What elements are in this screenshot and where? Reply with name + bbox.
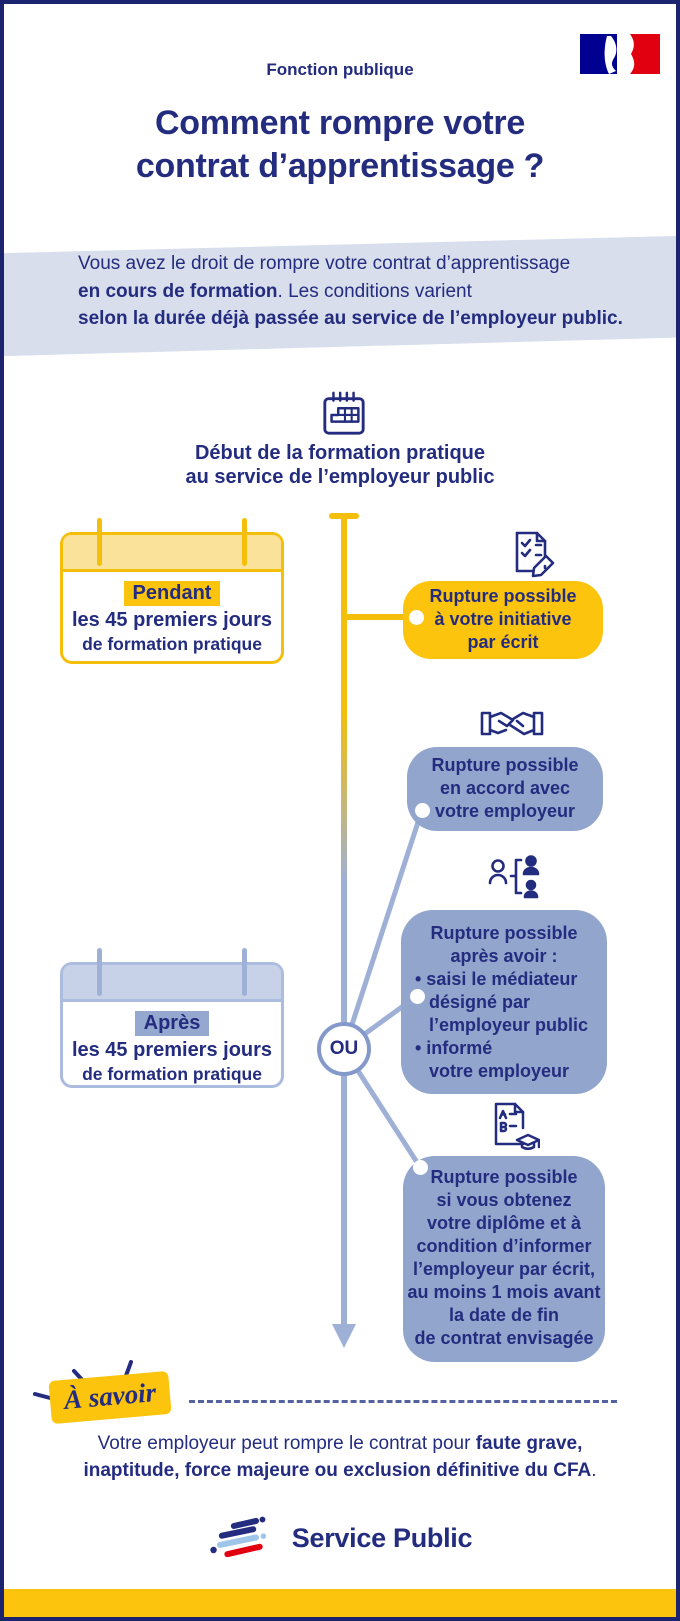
kicker: Fonction publique <box>266 60 414 79</box>
connector-dot <box>409 610 424 625</box>
footer-brand: Service Public <box>4 1512 676 1564</box>
bubble-rupture-mediateur: Rupture possible après avoir : • saisi l… <box>401 910 607 1094</box>
intro-band <box>4 235 676 357</box>
page-title: Comment rompre votre contrat d’apprentis… <box>135 104 545 185</box>
service-public-logo <box>210 1516 266 1558</box>
bubble-rupture-initiative: Rupture possible à votre initiative par … <box>403 581 603 659</box>
connector-dot <box>413 1160 428 1175</box>
calendar-ring <box>97 518 102 566</box>
letter-check-pencil-icon <box>515 531 555 578</box>
connector-dot <box>415 803 430 818</box>
handshake-icon <box>480 711 544 736</box>
card-header <box>63 965 281 1002</box>
connector-dot <box>410 989 425 1004</box>
intro-text: Vous avez le droit de rompre votre contr… <box>78 253 623 329</box>
timeline-heading: Début de la formation pratique au servic… <box>185 442 495 488</box>
or-node: OU <box>317 1022 371 1076</box>
mediator-people-icon <box>488 855 540 899</box>
card-tag: Pendant <box>123 581 221 606</box>
card-header <box>63 535 281 572</box>
dashed-separator <box>189 1400 617 1403</box>
card-apres: Après les 45 premiers jours de formation… <box>60 948 284 1088</box>
card-tag: Après <box>134 1011 210 1036</box>
calendar-ring <box>97 948 102 996</box>
employer-note: Votre employeur peut rompre le contrat p… <box>83 1433 597 1481</box>
card-pendant: Pendant les 45 premiers jours de formati… <box>60 518 284 664</box>
calendar-ring <box>242 518 247 566</box>
calendar-ring <box>242 948 247 996</box>
france-flag-icon <box>580 34 660 74</box>
calendar-icon <box>323 391 365 435</box>
bubble-rupture-diplome: Rupture possible si vous obtenez votre d… <box>403 1156 605 1362</box>
bubble-rupture-accord: Rupture possible en accord avec votre em… <box>407 747 603 831</box>
bottom-accent-bar <box>4 1589 676 1617</box>
diploma-icon <box>494 1102 540 1150</box>
